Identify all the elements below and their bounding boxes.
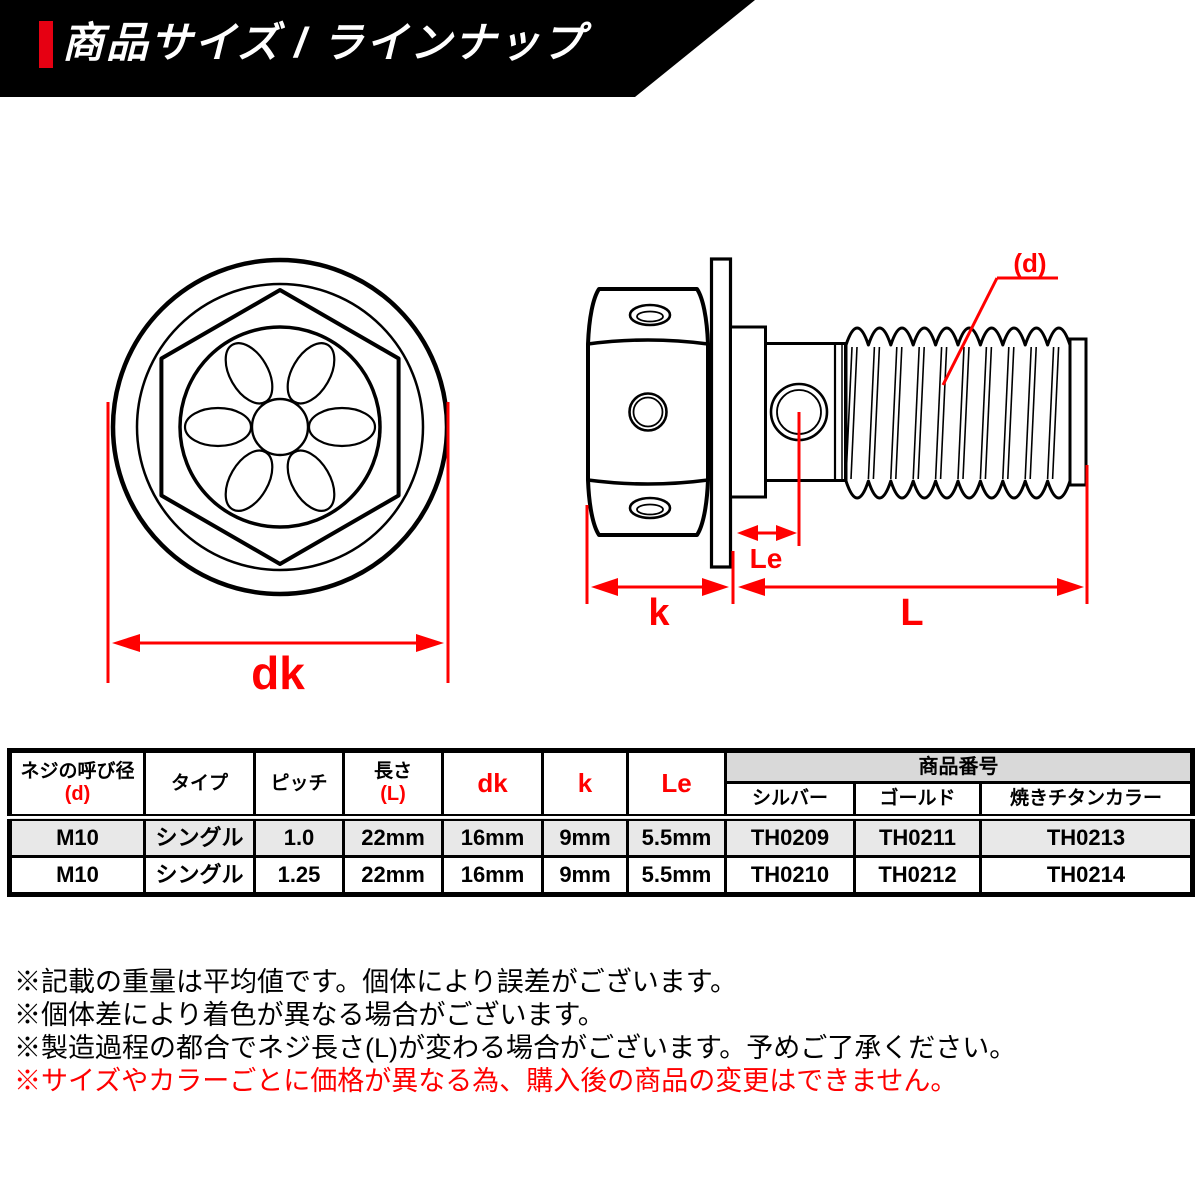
cell-length: 22mm xyxy=(342,816,444,858)
neck-step xyxy=(729,325,767,499)
head-hole-top-inner xyxy=(636,310,664,323)
d-annotation: (d) xyxy=(941,248,1058,386)
col-header-k: k xyxy=(541,749,629,821)
page-title: 商品サイズ / ラインナップ xyxy=(62,19,586,66)
flange-plate xyxy=(709,257,733,569)
l-label: L xyxy=(900,592,923,634)
col-header-product-number: 商品番号 xyxy=(724,749,1194,784)
thread-flank-lines xyxy=(845,346,1060,480)
cell-diameter: M10 xyxy=(8,855,146,896)
cell-le: 5.5mm xyxy=(626,816,727,858)
cell-diameter: M10 xyxy=(8,816,146,858)
col-header-dk: dk xyxy=(441,749,544,821)
dk-dimension: dk xyxy=(106,402,450,699)
note-line: ※個体差により着色が異なる場合がございます。 xyxy=(14,1000,605,1030)
spec-table: ネジの呼び径 (d) タイプ ピッチ 長さ (L) dk k Le 商品番号 シ… xyxy=(7,748,1195,897)
hex-head-profile xyxy=(586,287,710,537)
flower-petal xyxy=(224,449,274,512)
cell-k: 9mm xyxy=(541,855,629,896)
col-header-gold: ゴールド xyxy=(853,781,982,821)
col-header-diameter: ネジの呼び径 (d) xyxy=(8,749,146,821)
cell-k: 9mm xyxy=(541,816,629,858)
flower-petal xyxy=(286,449,336,512)
side-view-drawing: (d) Le k L xyxy=(585,248,1089,634)
table-row: M10 シングル 1.0 22mm 16mm 9mm 5.5mm TH0209 … xyxy=(8,816,1194,858)
hex-face-edge-top xyxy=(587,338,709,346)
table-row: M10 シングル 1.25 22mm 16mm 9mm 5.5mm TH0210… xyxy=(8,855,1194,896)
head-hole-top xyxy=(628,303,672,327)
flower-petal xyxy=(307,406,377,448)
head-hole-mid xyxy=(628,392,668,432)
head-hole-mid-inner xyxy=(632,396,664,428)
col-header-length-jp: 長さ xyxy=(373,761,412,783)
cell-type: シングル xyxy=(143,855,256,896)
bolt-technical-drawing: dk (d) xyxy=(106,248,1089,699)
flower-engraving xyxy=(183,342,377,512)
cell-dk: 16mm xyxy=(441,855,544,896)
flower-petal xyxy=(224,342,274,405)
flower-petal xyxy=(286,342,336,405)
cell-gold: TH0211 xyxy=(853,816,982,858)
col-header-length: 長さ (L) xyxy=(342,749,444,821)
cell-silver: TH0209 xyxy=(724,816,856,858)
flower-petal xyxy=(183,406,253,448)
cell-titanium: TH0214 xyxy=(979,855,1194,896)
col-header-type: タイプ xyxy=(143,749,256,821)
cell-type: シングル xyxy=(143,816,256,858)
cell-pitch: 1.25 xyxy=(253,855,345,896)
col-header-diameter-symbol: (d) xyxy=(64,782,91,805)
front-view-drawing: dk xyxy=(106,257,450,699)
header-bar xyxy=(0,0,755,97)
col-header-length-symbol: (L) xyxy=(380,782,406,805)
thread-end-cap xyxy=(1068,337,1088,487)
cell-silver: TH0210 xyxy=(724,855,856,896)
cell-length: 22mm xyxy=(342,855,444,896)
d-label: (d) xyxy=(1013,248,1046,278)
col-header-le: Le xyxy=(626,749,727,821)
le-label: Le xyxy=(750,543,783,574)
cell-gold: TH0212 xyxy=(853,855,982,896)
note-line: ※製造過程の都合でネジ長さ(L)が変わる場合がございます。予めご了承ください。 xyxy=(14,1033,1017,1063)
col-header-diameter-jp: ネジの呼び径 xyxy=(20,761,135,783)
k-label: k xyxy=(648,592,670,634)
cell-le: 5.5mm xyxy=(626,855,727,896)
head-hole-bottom xyxy=(628,496,672,520)
col-header-silver: シルバー xyxy=(724,781,856,821)
hex-outline xyxy=(159,288,401,566)
header-accent-mark xyxy=(39,21,53,68)
l-dimension: L xyxy=(738,465,1089,634)
note-line-warning: ※サイズやカラーごとに価格が異なる為、購入後の商品の変更はできません。 xyxy=(14,1066,958,1096)
head-recess-circle xyxy=(178,325,382,529)
le-dimension: Le xyxy=(731,412,801,604)
cell-pitch: 1.0 xyxy=(253,816,345,858)
flange-inner-circle xyxy=(135,282,425,572)
hex-face-edge-bottom xyxy=(587,478,709,486)
k-dimension: k xyxy=(585,505,729,634)
note-line: ※記載の重量は平均値です。個体により誤差がございます。 xyxy=(14,967,738,997)
col-header-titanium: 焼きチタンカラー xyxy=(979,781,1194,821)
head-hole-bottom-inner xyxy=(636,503,664,516)
cell-titanium: TH0213 xyxy=(979,816,1194,858)
flower-center xyxy=(250,397,310,457)
notes-block: ※記載の重量は平均値です。個体により誤差がございます。 ※個体差により着色が異な… xyxy=(14,966,1016,1098)
shank xyxy=(764,342,847,482)
dk-label: dk xyxy=(251,647,305,699)
spec-table-wrapper: ネジの呼び径 (d) タイプ ピッチ 長さ (L) dk k Le 商品番号 シ… xyxy=(7,748,1195,897)
col-header-pitch: ピッチ xyxy=(253,749,345,821)
cell-dk: 16mm xyxy=(441,816,544,858)
